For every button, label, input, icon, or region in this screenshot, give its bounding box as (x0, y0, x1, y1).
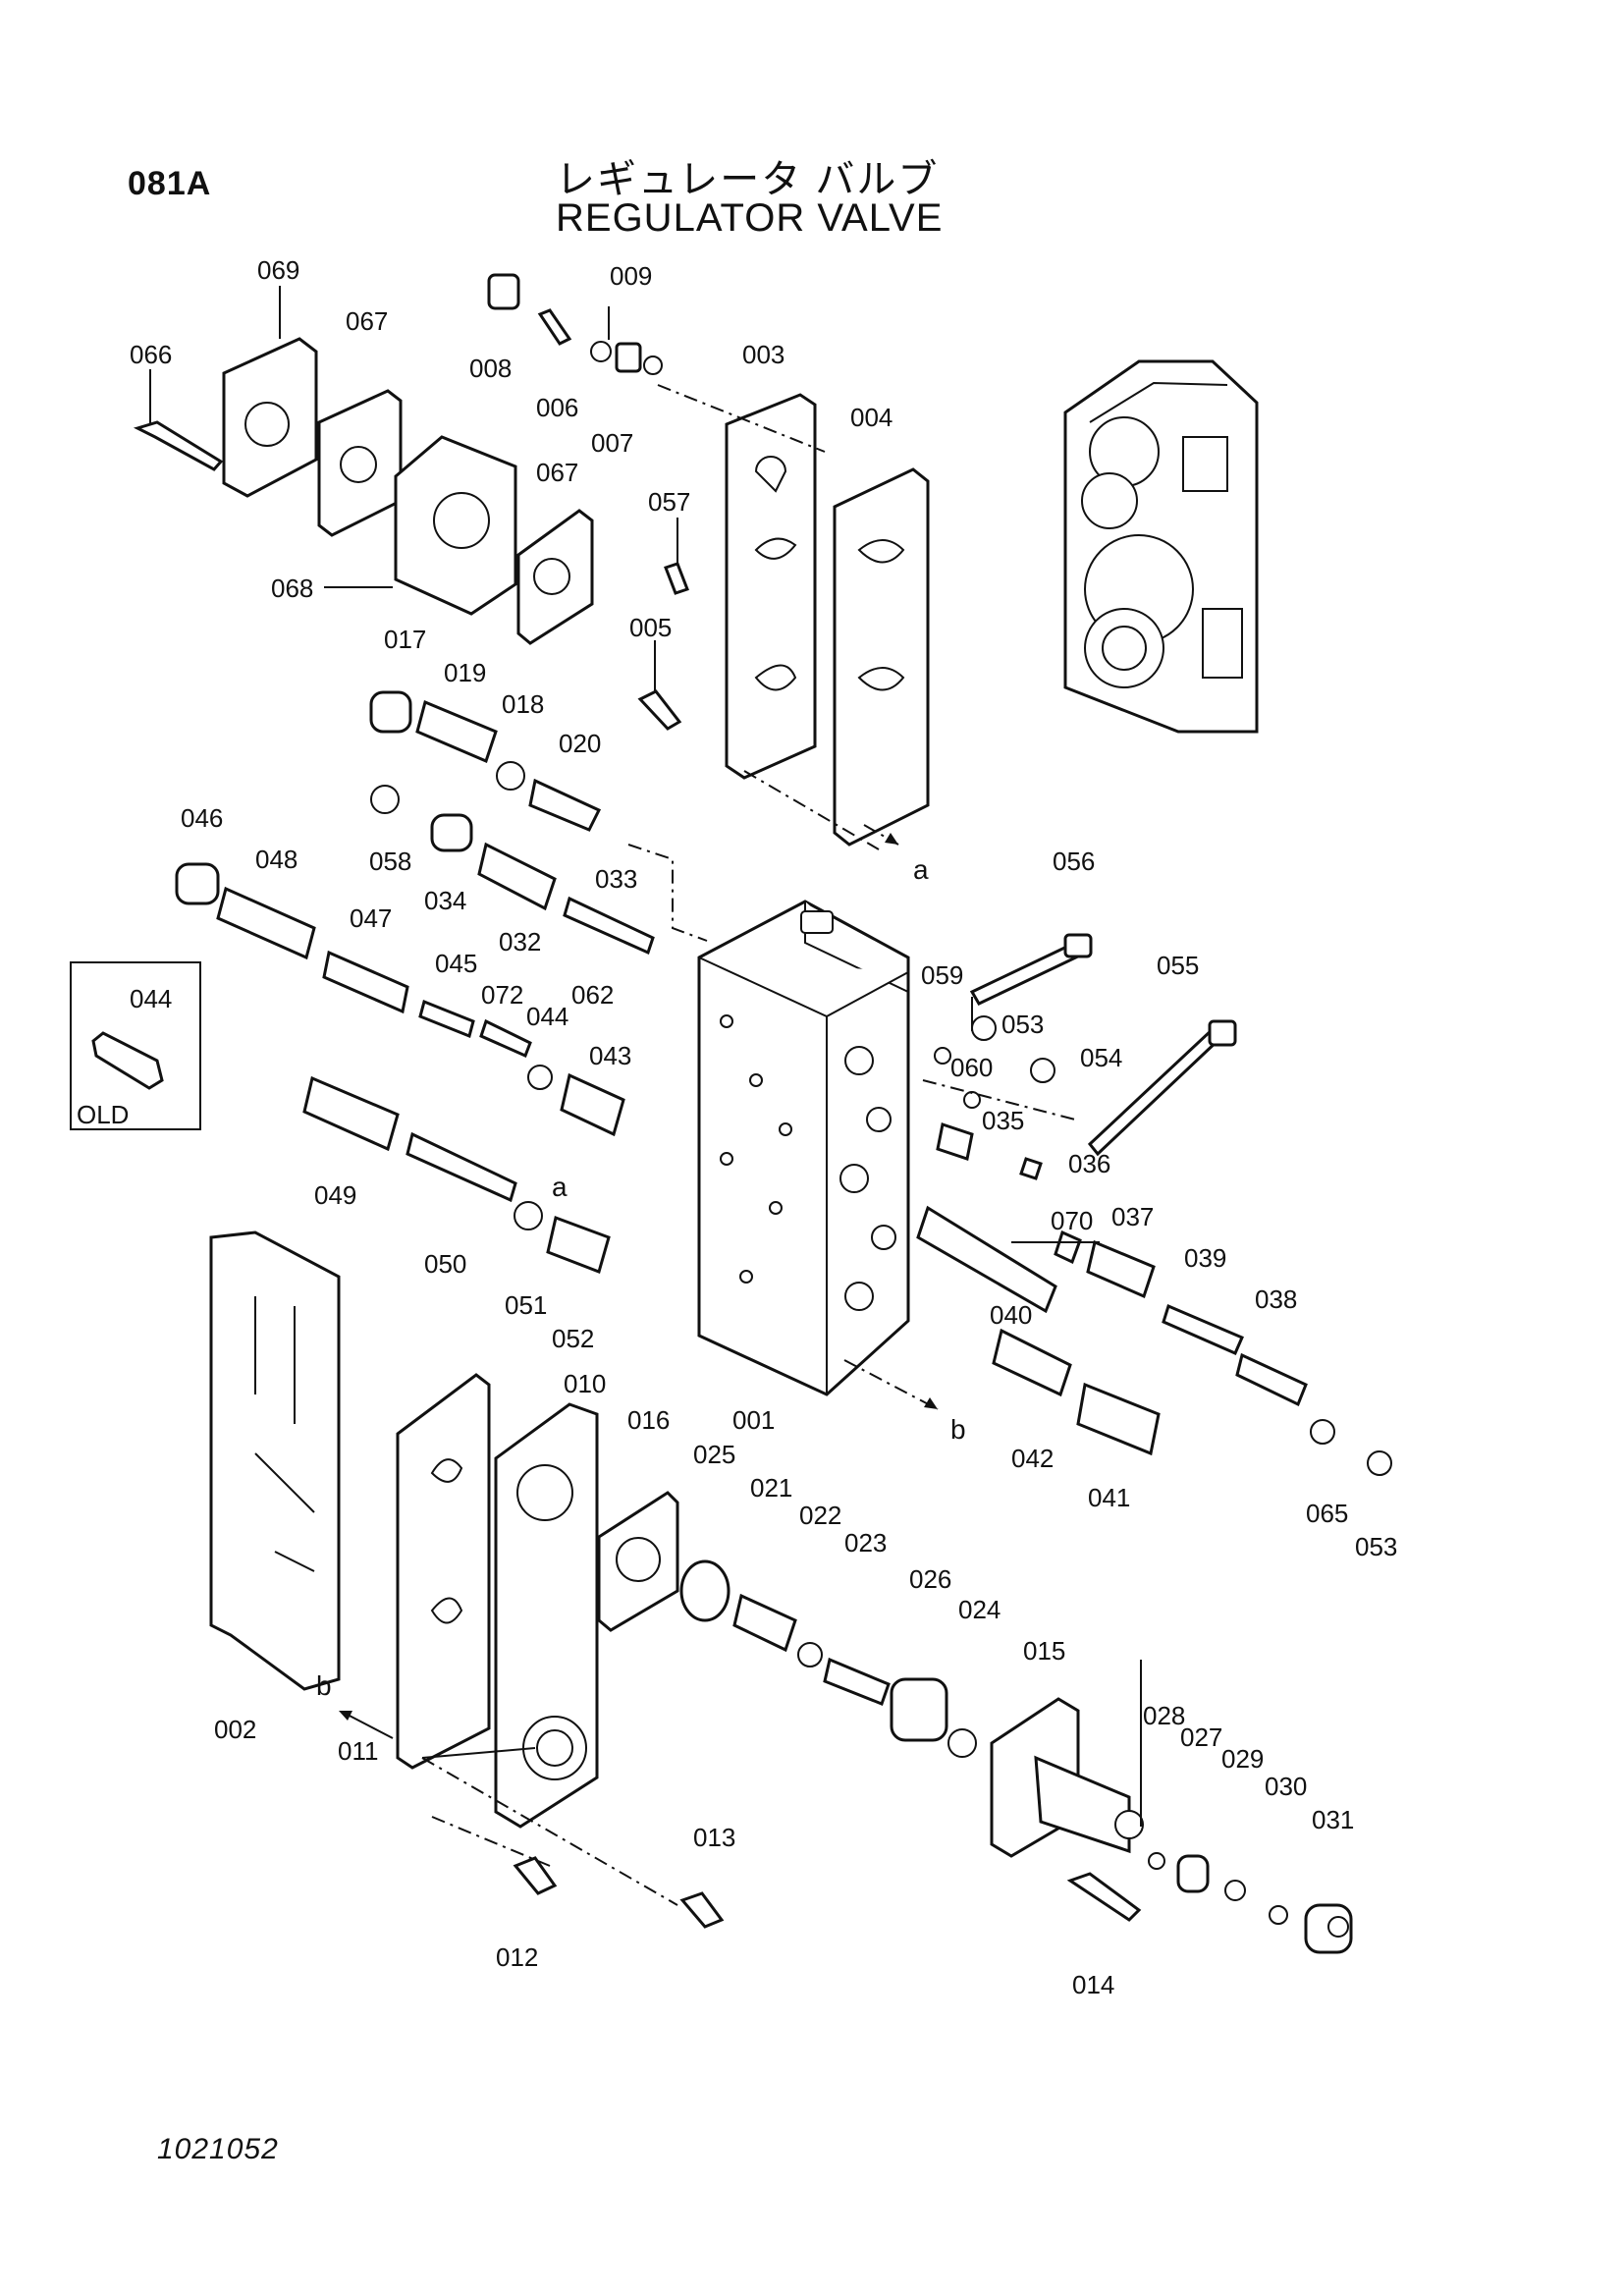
label-066: 066 (130, 340, 172, 369)
label-059: 059 (921, 960, 963, 990)
bottom-piston-group (679, 1559, 1353, 1954)
label-023: 023 (844, 1528, 887, 1558)
label-025: 025 (693, 1440, 735, 1469)
marker-a-top: a (913, 854, 929, 885)
label-062: 062 (571, 980, 614, 1010)
label-019: 019 (444, 658, 486, 687)
right-side-parts (843, 933, 1392, 1476)
valve-body-drawing (697, 900, 910, 1396)
label-011: 011 (338, 1736, 378, 1766)
label-002: 002 (214, 1715, 256, 1744)
label-036: 036 (1068, 1149, 1110, 1178)
label-027: 027 (1180, 1722, 1222, 1752)
label-014: 014 (1072, 1970, 1114, 1999)
pump-housing-drawing (1063, 359, 1259, 734)
bottom-plate-group (209, 1230, 725, 1929)
label-005: 005 (629, 613, 672, 642)
title-english: REGULATOR VALVE (556, 196, 944, 240)
label-017: 017 (384, 625, 426, 654)
label-040: 040 (990, 1300, 1032, 1330)
label-046: 046 (181, 803, 223, 833)
label-051: 051 (505, 1290, 547, 1320)
inset-caption: OLD (77, 1100, 129, 1129)
marker-a-mid: a (552, 1172, 568, 1202)
label-052: 052 (552, 1324, 594, 1353)
label-008: 008 (469, 354, 512, 383)
label-029: 029 (1221, 1744, 1264, 1774)
drawing-number: 1021052 (157, 2133, 279, 2165)
label-044: 044 (526, 1002, 568, 1031)
label-042: 042 (1011, 1444, 1054, 1473)
label-007: 007 (591, 428, 633, 458)
page-code: 081A (128, 165, 212, 202)
label-049: 049 (314, 1180, 356, 1210)
label-068: 068 (271, 574, 313, 603)
label-009: 009 (610, 261, 652, 291)
label-006: 006 (536, 393, 578, 422)
label-041: 041 (1088, 1483, 1130, 1512)
label-067: 067 (346, 306, 388, 336)
label-004: 004 (850, 403, 893, 432)
label-067b: 067 (536, 458, 578, 487)
label-035: 035 (982, 1106, 1024, 1135)
label-031: 031 (1312, 1805, 1354, 1834)
old-part-inset (70, 961, 201, 1130)
label-038: 038 (1255, 1285, 1297, 1314)
label-024: 024 (958, 1595, 1001, 1624)
label-021: 021 (750, 1473, 792, 1503)
label-069: 069 (257, 255, 299, 285)
label-030: 030 (1265, 1772, 1307, 1801)
inset-part-label: 044 (130, 984, 172, 1013)
label-050: 050 (424, 1249, 466, 1279)
part-number-labels: 001 002 003 004 005 006 007 008 009 010 … (130, 255, 1397, 1999)
label-043: 043 (589, 1041, 631, 1070)
label-055: 055 (1157, 951, 1199, 980)
label-037: 037 (1111, 1202, 1154, 1231)
label-016: 016 (627, 1405, 670, 1435)
leader-lines (149, 286, 1142, 1827)
label-018: 018 (502, 689, 544, 719)
label-057: 057 (648, 487, 690, 517)
flow-markers: a a b b (316, 824, 966, 1739)
label-053b: 053 (1355, 1532, 1397, 1561)
label-070: 070 (1051, 1206, 1093, 1235)
label-039: 039 (1184, 1243, 1226, 1273)
label-034: 034 (424, 886, 466, 915)
label-003: 003 (742, 340, 784, 369)
label-013: 013 (693, 1823, 735, 1852)
label-012: 012 (496, 1942, 538, 1972)
label-047: 047 (350, 903, 392, 933)
label-056: 056 (1053, 847, 1095, 876)
label-001: 001 (732, 1405, 775, 1435)
label-058: 058 (369, 847, 411, 876)
label-053: 053 (1001, 1010, 1044, 1039)
label-045: 045 (435, 949, 477, 978)
label-033: 033 (595, 864, 637, 894)
label-015: 015 (1023, 1636, 1065, 1666)
marker-b-right: b (950, 1414, 966, 1445)
label-054: 054 (1080, 1043, 1122, 1072)
label-020: 020 (559, 729, 601, 758)
label-060: 060 (950, 1053, 993, 1082)
label-022: 022 (799, 1501, 841, 1530)
marker-b-left: b (316, 1670, 332, 1701)
label-026: 026 (909, 1564, 951, 1594)
label-072: 072 (481, 980, 523, 1010)
label-048: 048 (255, 845, 298, 874)
spool-spring-group (175, 690, 708, 1274)
title-japanese: レギュレータ バルブ (556, 158, 940, 201)
top-cover-group (133, 273, 930, 850)
label-028: 028 (1143, 1701, 1185, 1730)
label-032: 032 (499, 927, 541, 957)
label-065: 065 (1306, 1499, 1348, 1528)
label-010: 010 (564, 1369, 606, 1398)
